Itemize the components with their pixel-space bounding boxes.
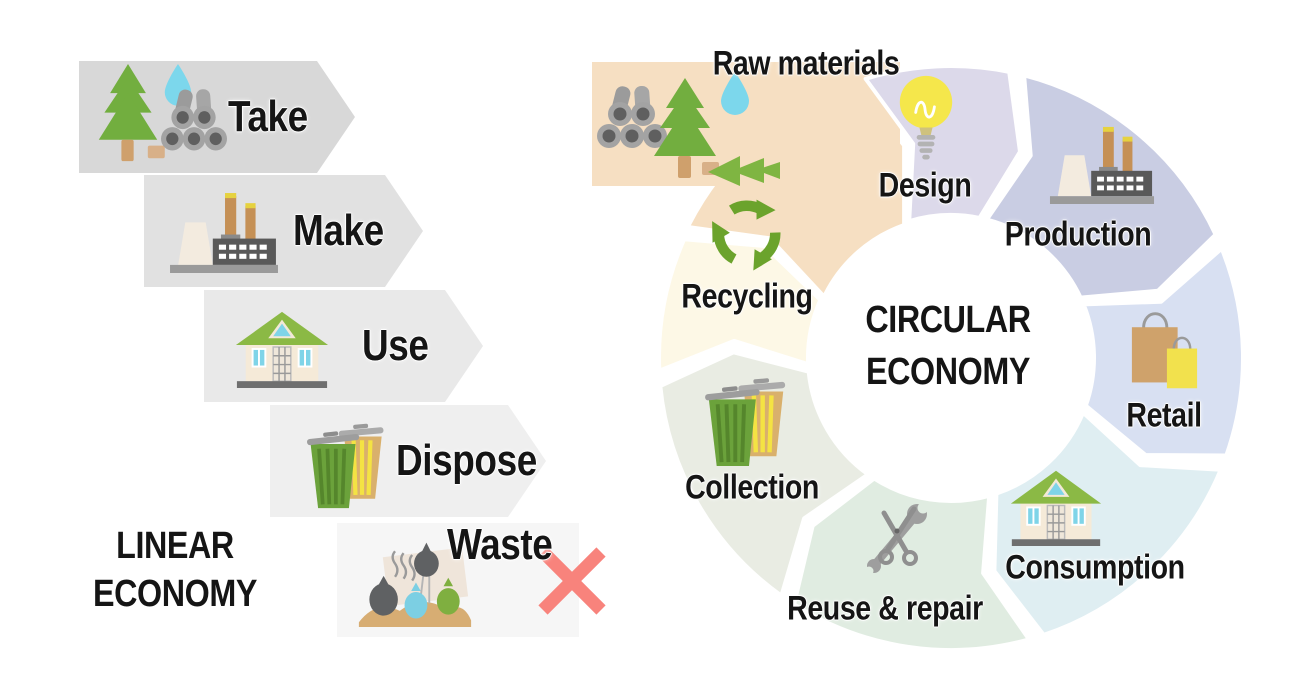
linear-step-shape-take [79,61,355,173]
linear-step-shape-make [144,175,423,287]
x-mark-icon [538,547,606,615]
ring-segment-consumption [992,410,1223,637]
linear-step-shape-use [204,290,483,402]
linear-title-line-2: ECONOMY [93,573,257,615]
circular-title-line-1: CIRCULAR [865,299,1031,341]
linear-economy-title: LINEAR ECONOMY [65,522,286,618]
circular-title-line-2: ECONOMY [866,351,1030,393]
linear-step-shape-dispose [270,405,546,517]
linear-title-line-1: LINEAR [116,525,234,567]
ring-segment-production [984,73,1218,300]
raw-materials-block [592,62,900,186]
linear-step-shape-waste [337,523,579,637]
circular-economy-title: CIRCULAR ECONOMY [812,294,1084,398]
